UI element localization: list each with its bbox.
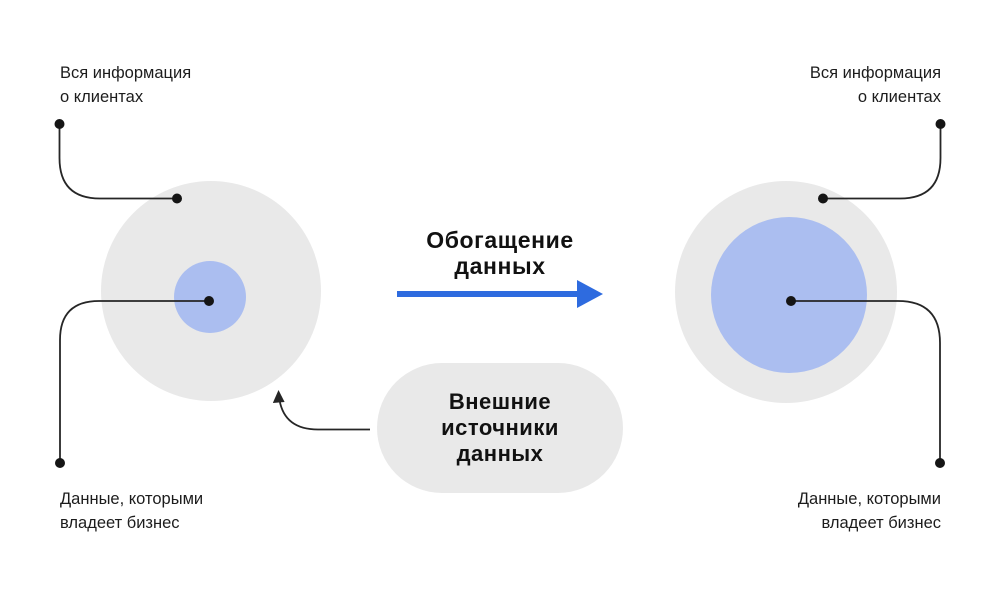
external-sources-label: Внешние источники данных [441,389,559,466]
enrichment-title: Обогащение данных [426,227,574,279]
connector-dot [172,193,182,204]
right-top-label: Вся информация о клиентах [809,64,941,106]
connector-right-bottom [791,300,941,463]
connector-dot [786,296,796,306]
external-sources-pill: Внешние источники данных [377,363,623,493]
enrichment-arrow-icon [397,280,603,308]
left-bottom-label: Данные, которыми владеет бизнес [60,490,204,532]
connector-dot [55,458,65,468]
connector-dot [818,193,828,204]
right-inner-circle [711,217,867,373]
connector-left-top [58,124,177,200]
connector-left-bottom [59,300,209,463]
pill-arrow-icon [272,390,370,431]
connector-right-top [823,124,942,200]
connector-dot [935,119,946,129]
right-bottom-label: Данные, которыми владеет бизнес [797,490,941,532]
connector-dot [204,296,214,306]
left-top-label: Вся информация о клиентах [60,64,192,106]
connector-dot [935,458,945,468]
connector-dot [54,119,65,129]
